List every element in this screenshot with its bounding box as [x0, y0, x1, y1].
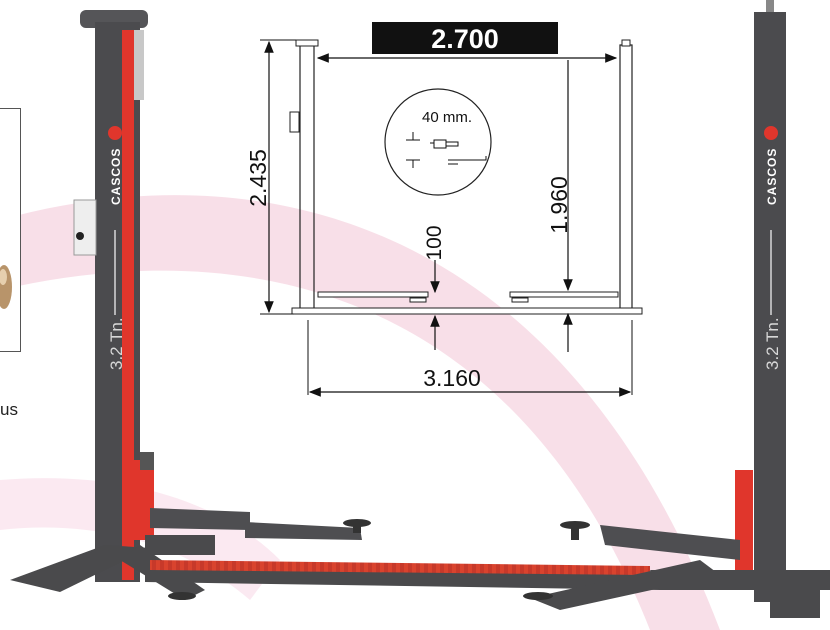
width-label: 2.700 — [431, 24, 499, 54]
left-base — [10, 508, 371, 600]
floor-plate — [145, 560, 660, 590]
right-column-badges: CASCOS 3.2 Tn. — [763, 126, 782, 370]
right-capacity: 3.2 Tn. — [763, 317, 782, 370]
detail-photo-frame — [0, 108, 21, 352]
min-height-label: 100 — [423, 225, 446, 260]
height-label: 2.435 — [245, 149, 271, 207]
right-column — [523, 0, 830, 618]
detail-circle — [384, 88, 492, 196]
left-capacity: 3.2 Tn. — [107, 317, 126, 370]
lift-height-label: 1.960 — [546, 176, 572, 234]
base-width-label: 3.160 — [423, 365, 481, 391]
brand-logo-icon — [764, 126, 778, 140]
right-brand: CASCOS — [765, 148, 779, 205]
left-column-badges: CASCOS 3.2 Tn. — [107, 126, 126, 370]
detail-label: 40 mm. — [422, 109, 472, 126]
left-brand: CASCOS — [109, 148, 123, 205]
detail-photo — [0, 265, 12, 309]
brand-logo-icon — [108, 126, 122, 140]
left-column — [73, 10, 154, 582]
width-banner — [372, 22, 558, 54]
technical-drawing: 2.700 2.435 1.960 100 3.160 40 mm. — [245, 22, 643, 397]
fragment-text: us — [0, 400, 18, 419]
